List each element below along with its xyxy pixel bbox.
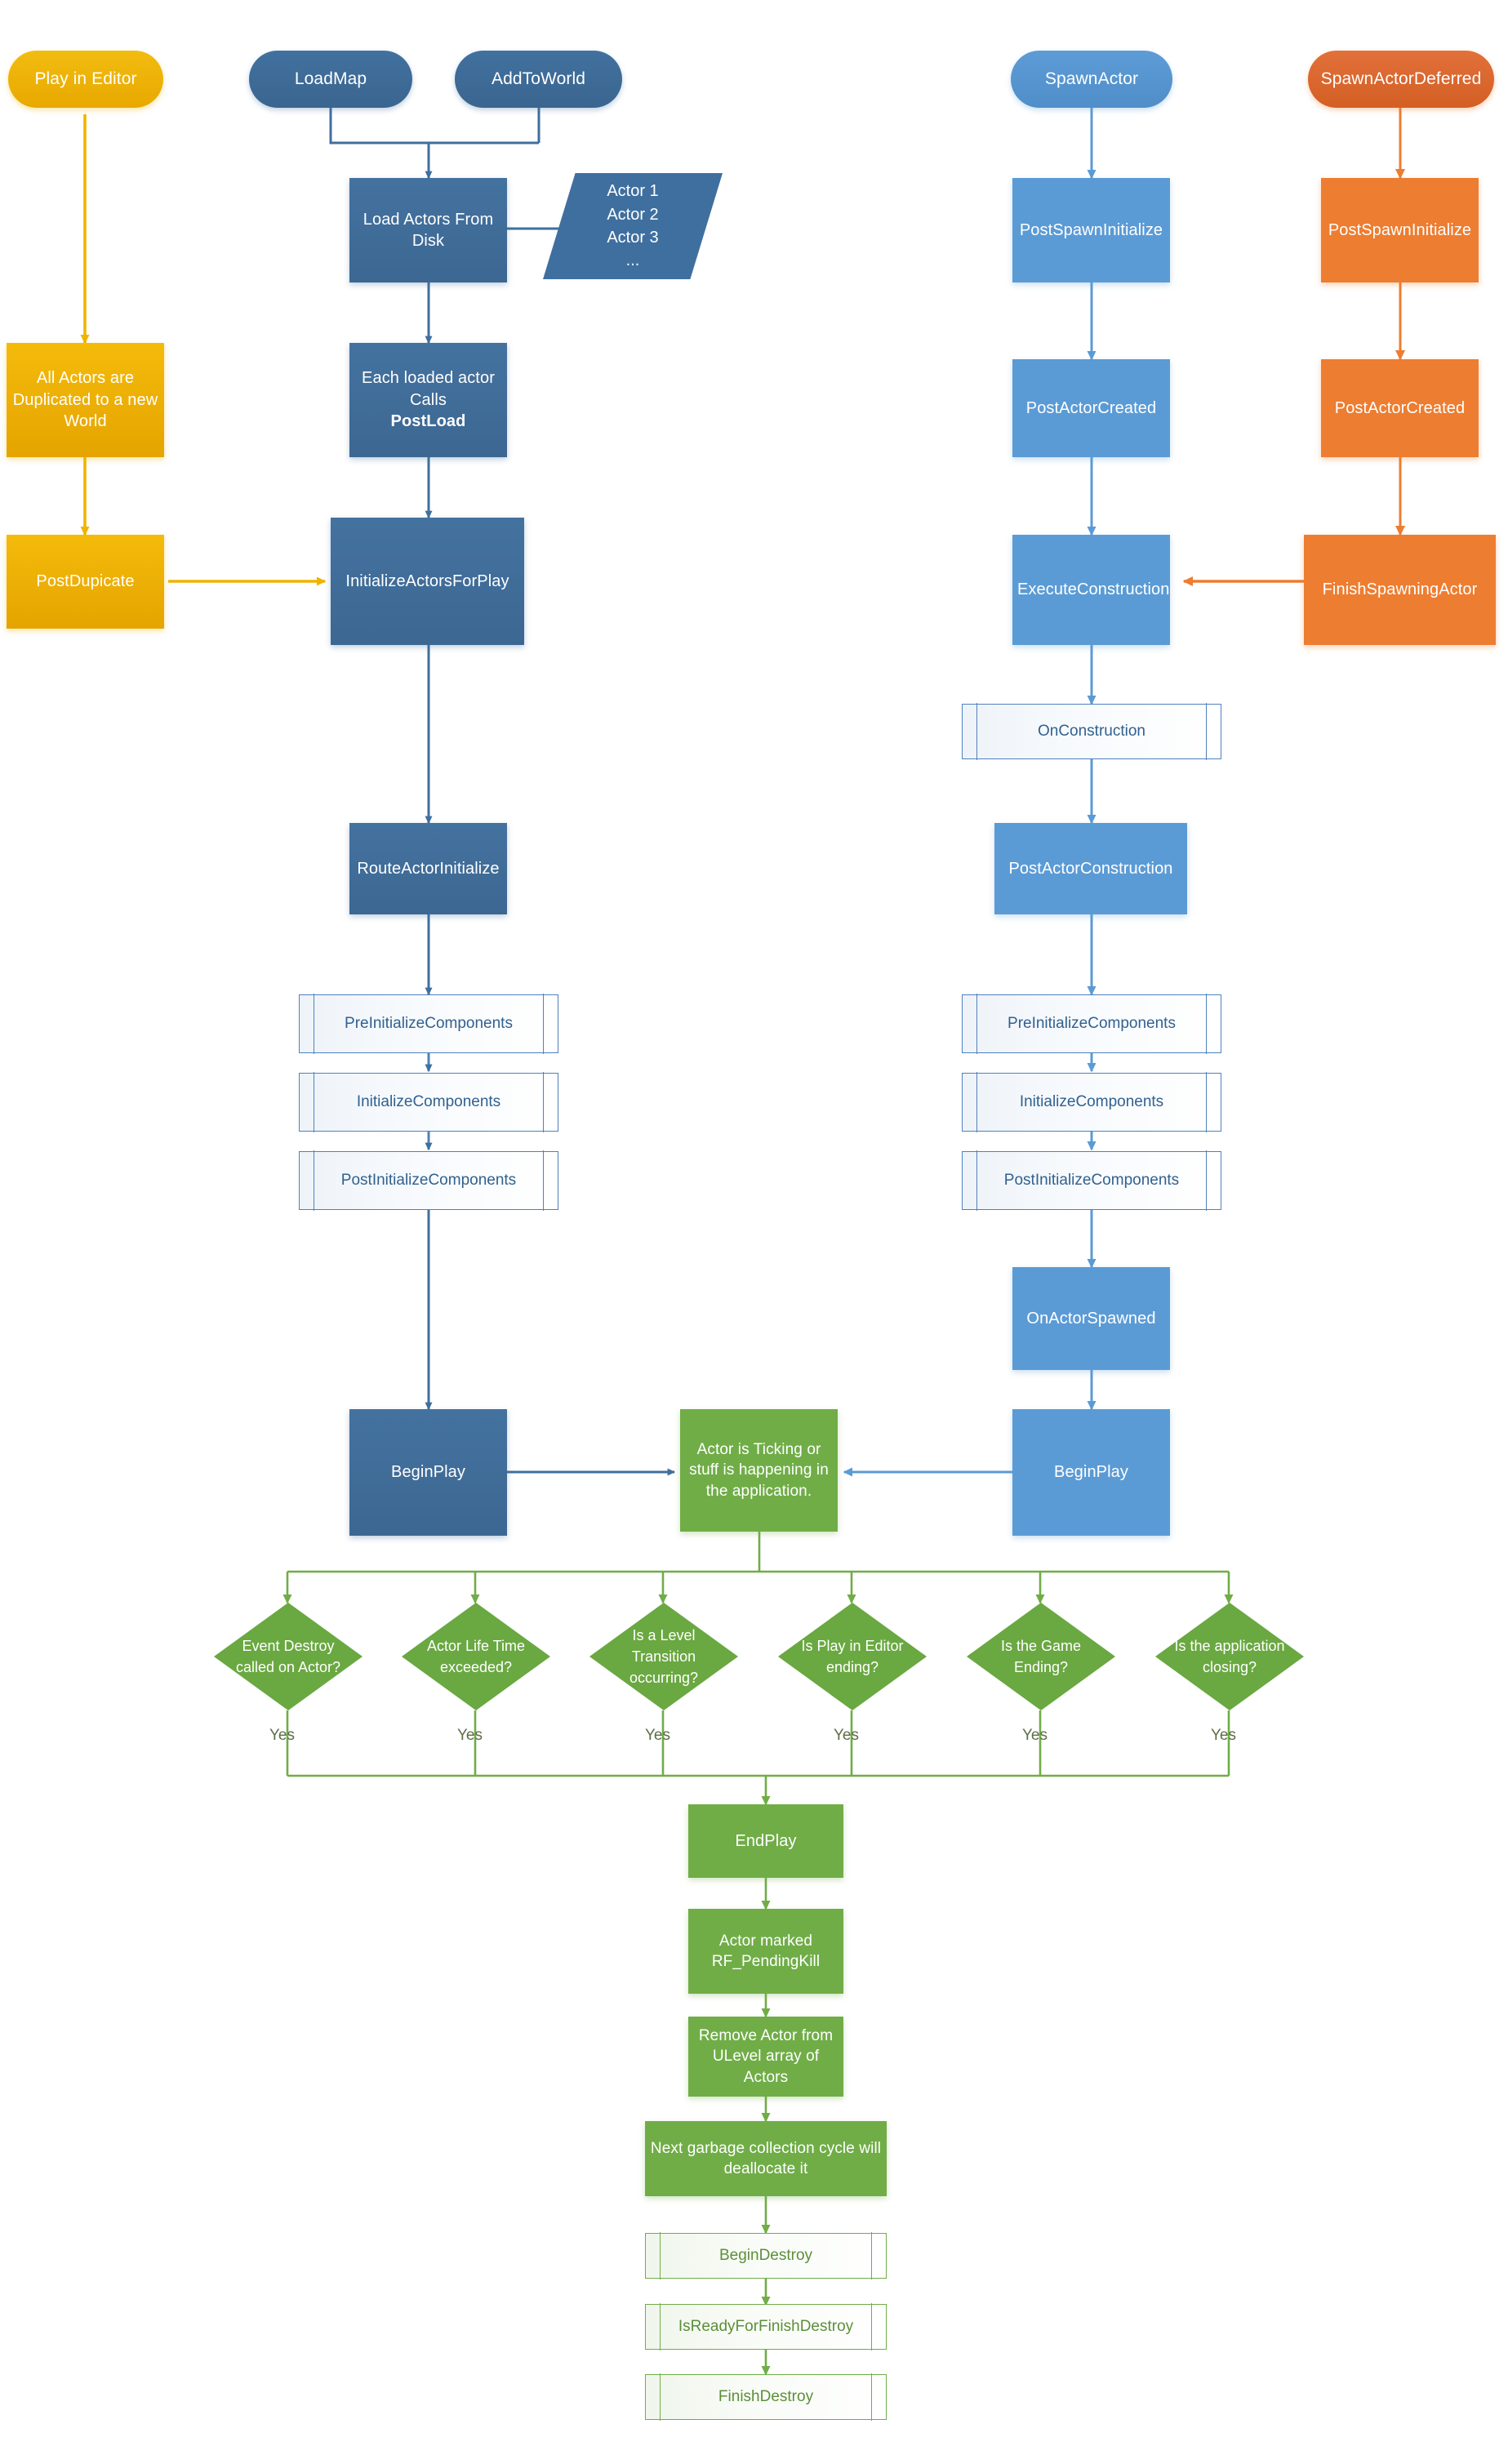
node-label: All Actors are Duplicated to a new World (12, 369, 158, 431)
node-play-in-editor[interactable]: Play in Editor (8, 51, 163, 108)
node-label: Play in Editor (34, 69, 137, 89)
node-label: PostSpawnInitialize (1328, 220, 1472, 239)
node-post-spawn-initialize-blue[interactable]: PostSpawnInitialize (1012, 178, 1170, 282)
node-end-play[interactable]: EndPlay (688, 1804, 843, 1878)
node-label: Next garbage collection cycle will deall… (650, 2139, 882, 2177)
node-is-ready-for-finish-destroy[interactable]: IsReadyForFinishDestroy (645, 2303, 887, 2351)
node-post-actor-created-orange[interactable]: PostActorCreated (1321, 359, 1479, 457)
node-label: OnActorSpawned (1026, 1309, 1156, 1328)
node-spawnactor[interactable]: SpawnActor (1011, 51, 1172, 108)
node-finish-destroy[interactable]: FinishDestroy (645, 2373, 887, 2421)
node-finish-spawning-actor[interactable]: FinishSpawningActor (1304, 535, 1496, 645)
node-each-loaded-actor-postload[interactable]: Each loaded actor Calls PostLoad (349, 343, 507, 457)
node-loadmap[interactable]: LoadMap (249, 51, 412, 108)
node-actor-list-data: Actor 1 Actor 2 Actor 3 ... (543, 173, 723, 279)
node-label: PreInitializeComponents (1008, 1015, 1176, 1032)
node-label: BeginPlay (1054, 1463, 1128, 1482)
decision-level-transition[interactable]: Is a Level Transition occurring? (589, 1603, 738, 1710)
node-begin-destroy[interactable]: BeginDestroy (645, 2232, 887, 2279)
node-label: OnConstruction (1037, 723, 1145, 740)
node-execute-construction[interactable]: ExecuteConstruction (1012, 535, 1170, 645)
node-label: PostActorConstruction (1008, 859, 1173, 878)
node-label: IsReadyForFinishDestroy (678, 2318, 854, 2335)
node-label: InitializeComponents (356, 1093, 501, 1110)
node-next-gc-cycle[interactable]: Next garbage collection cycle will deall… (645, 2121, 887, 2196)
actor-list-line-4: ... (625, 251, 640, 270)
decision-label: Actor Life Time exceeded? (426, 1637, 526, 1675)
node-label: PostInitializeComponents (1003, 1172, 1180, 1189)
actor-list-line-3: Actor 3 (607, 229, 659, 247)
node-label: RouteActorInitialize (357, 859, 500, 878)
node-label: Actor marked RF_PendingKill (711, 1932, 821, 1970)
node-post-actor-construction[interactable]: PostActorConstruction (994, 823, 1187, 914)
node-all-actors-duplicated[interactable]: All Actors are Duplicated to a new World (7, 343, 164, 457)
decision-label: Event Destroy called on Actor? (235, 1637, 341, 1675)
actor-list-line-1: Actor 1 (607, 182, 659, 201)
node-on-construction[interactable]: OnConstruction (962, 703, 1221, 760)
node-label: FinishSpawningActor (1322, 580, 1478, 599)
node-label: BeginPlay (391, 1463, 465, 1482)
decision-label: Is the application closing? (1174, 1637, 1285, 1675)
node-initialize-components-left[interactable]: InitializeComponents (299, 1072, 558, 1132)
node-post-spawn-initialize-orange[interactable]: PostSpawnInitialize (1321, 178, 1479, 282)
node-route-actor-initialize[interactable]: RouteActorInitialize (349, 823, 507, 914)
node-initialize-components-right[interactable]: InitializeComponents (962, 1072, 1221, 1132)
node-post-initialize-components-right[interactable]: PostInitializeComponents (962, 1150, 1221, 1211)
node-label: Each loaded actor Calls (362, 369, 495, 409)
node-label: AddToWorld (491, 69, 585, 89)
decision-application-closing[interactable]: Is the application closing? (1155, 1603, 1304, 1710)
edge-label-yes-6: Yes (1211, 1727, 1236, 1744)
edge-label-yes-5: Yes (1022, 1727, 1048, 1744)
node-label: LoadMap (294, 69, 367, 89)
decision-label: Is a Level Transition occurring? (629, 1626, 699, 1687)
node-label: PostDupicate (36, 572, 135, 591)
node-label: SpawnActor (1044, 69, 1139, 89)
node-label: Load Actors From Disk (363, 210, 494, 250)
edge-label-yes-4: Yes (834, 1727, 859, 1744)
node-postdupicate[interactable]: PostDupicate (7, 535, 164, 629)
node-label: ExecuteConstruction (1017, 580, 1170, 599)
node-label: PostInitializeComponents (340, 1172, 517, 1189)
node-label: PostActorCreated (1334, 398, 1466, 417)
node-addtoworld[interactable]: AddToWorld (455, 51, 622, 108)
node-post-actor-created-blue[interactable]: PostActorCreated (1012, 359, 1170, 457)
node-label: InitializeComponents (1019, 1093, 1164, 1110)
postload-emphasis: PostLoad (390, 412, 466, 431)
node-begin-play-left[interactable]: BeginPlay (349, 1409, 507, 1536)
node-actor-marked-pendingkill[interactable]: Actor marked RF_PendingKill (688, 1909, 843, 1994)
node-label: FinishDestroy (718, 2388, 814, 2405)
edge-label-yes-3: Yes (645, 1727, 670, 1744)
node-label: Actor is Ticking or stuff is happening i… (689, 1441, 829, 1500)
node-initialize-actors-for-play[interactable]: InitializeActorsForPlay (331, 518, 524, 645)
node-post-initialize-components-left[interactable]: PostInitializeComponents (299, 1150, 558, 1211)
node-remove-actor-from-ulevel[interactable]: Remove Actor from ULevel array of Actors (688, 2017, 843, 2097)
node-load-actors-from-disk[interactable]: Load Actors From Disk (349, 178, 507, 282)
decision-play-in-editor-ending[interactable]: Is Play in Editor ending? (778, 1603, 927, 1710)
node-on-actor-spawned[interactable]: OnActorSpawned (1012, 1267, 1170, 1370)
node-pre-initialize-components-right[interactable]: PreInitializeComponents (962, 994, 1221, 1054)
node-label: EndPlay (735, 1831, 797, 1850)
edge-label-yes-1: Yes (269, 1727, 295, 1744)
node-label: PreInitializeComponents (345, 1015, 513, 1032)
decision-label: Is the Game Ending? (1000, 1637, 1082, 1675)
node-label: Remove Actor from ULevel array of Actors (698, 2027, 834, 2086)
node-label: SpawnActorDeferred (1320, 69, 1482, 89)
node-pre-initialize-components-left[interactable]: PreInitializeComponents (299, 994, 558, 1054)
node-label: PostActorCreated (1025, 398, 1157, 417)
node-label: InitializeActorsForPlay (345, 572, 509, 590)
decision-actor-life-time[interactable]: Actor Life Time exceeded? (402, 1603, 550, 1710)
node-spawnactordeferred[interactable]: SpawnActorDeferred (1308, 51, 1494, 108)
decision-game-ending[interactable]: Is the Game Ending? (967, 1603, 1115, 1710)
node-label: BeginDestroy (718, 2247, 813, 2264)
edge-label-yes-2: Yes (457, 1727, 483, 1744)
decision-event-destroy[interactable]: Event Destroy called on Actor? (214, 1603, 363, 1710)
node-label: PostSpawnInitialize (1019, 220, 1163, 239)
decision-label: Is Play in Editor ending? (801, 1637, 904, 1675)
node-begin-play-right[interactable]: BeginPlay (1012, 1409, 1170, 1536)
node-actor-is-ticking[interactable]: Actor is Ticking or stuff is happening i… (680, 1409, 838, 1532)
actor-list-line-2: Actor 2 (607, 205, 659, 224)
